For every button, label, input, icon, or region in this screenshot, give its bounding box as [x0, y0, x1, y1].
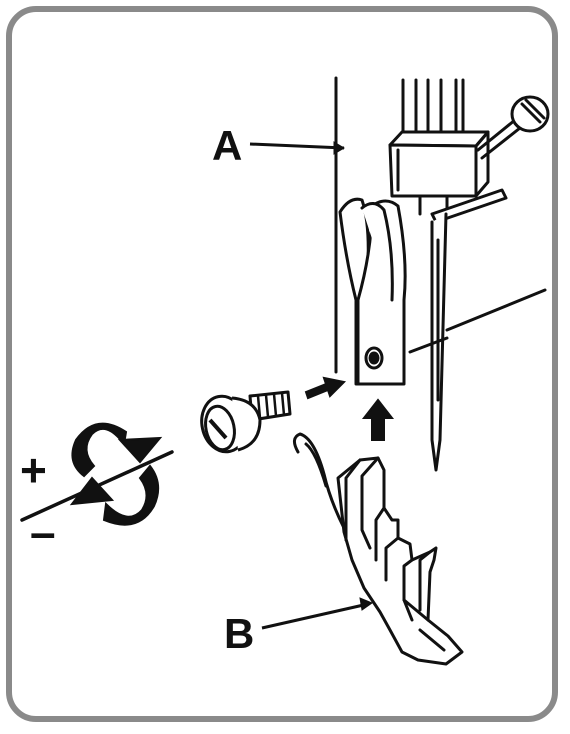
- leader-lines: [249, 141, 374, 630]
- label-plus: +: [20, 444, 47, 496]
- presser-foot-shank: [338, 197, 407, 386]
- insert-arrows: [304, 376, 395, 441]
- presser-foot: [293, 432, 464, 666]
- label-a: A: [212, 122, 242, 169]
- diagram-frame: [6, 6, 558, 722]
- thumb-screw: [200, 390, 292, 454]
- label-b: B: [224, 610, 254, 657]
- rotation-icon: [20, 422, 174, 526]
- label-minus: –: [30, 506, 56, 558]
- needle-bar-assembly: [334, 76, 550, 472]
